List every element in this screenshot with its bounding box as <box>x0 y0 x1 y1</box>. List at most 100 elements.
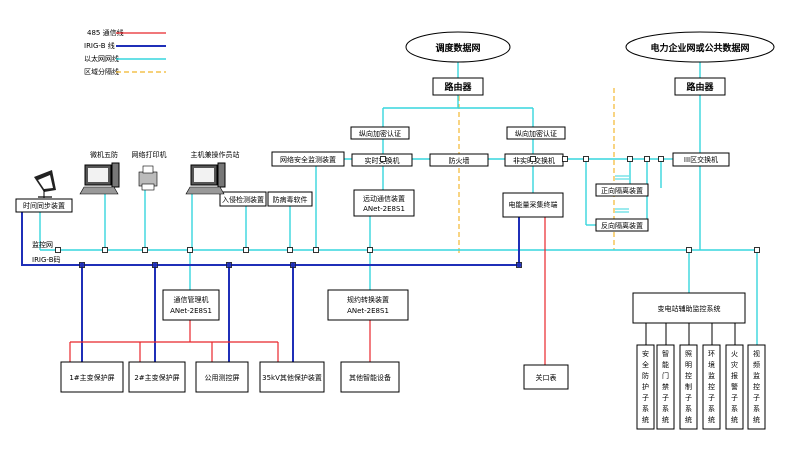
power-network-cloud: 电力企业网或公共数据网 <box>625 31 775 63</box>
subsystem-4[interactable]: 环境监控子系统 <box>702 344 721 430</box>
aux-monitoring-system[interactable]: 变电站辅助监控系统 <box>632 292 746 324</box>
junction-dot <box>187 247 193 253</box>
svg-text:正向隔离装置: 正向隔离装置 <box>601 186 643 195</box>
irigb-junction <box>226 262 232 268</box>
zone3-switch[interactable]: III区交换机 <box>672 152 730 167</box>
protocol-converter[interactable]: 规约转换装置 ANet-2E8S1 <box>327 289 409 321</box>
time-sync-device[interactable]: 时间同步装置 <box>15 198 73 213</box>
power-network-label: 电力企业网或公共数据网 <box>650 42 749 54</box>
junction-dot <box>102 247 108 253</box>
five-defense-label: 微机五防 <box>90 150 118 159</box>
subsystem-label: 安全防护子系统 <box>642 349 649 424</box>
forward-isolation-device[interactable]: 正向隔离装置 <box>595 183 649 197</box>
network-printer-label: 网络打印机 <box>132 150 167 159</box>
svg-text:ANet-2E8S1: ANet-2E8S1 <box>170 307 212 315</box>
junction-dot <box>644 156 650 162</box>
legend: 485 通信线 IRIG-B 线 以太网网线 区域分隔线 <box>84 28 166 76</box>
svg-text:远动通信装置: 远动通信装置 <box>363 194 405 203</box>
junction-dot <box>562 156 568 162</box>
panel-1-transformer-protection[interactable]: 1#主变保护屏 <box>60 361 124 393</box>
router-dispatch[interactable]: 路由器 <box>432 77 484 96</box>
public-measurement-panel[interactable]: 公用测控屏 <box>195 361 249 393</box>
host-station-computer-icon[interactable] <box>185 162 226 195</box>
svg-text:35kV其他保护装置: 35kV其他保护装置 <box>262 373 322 382</box>
junction-dot <box>583 156 589 162</box>
gateway-meter[interactable]: 关口表 <box>523 364 569 390</box>
antivirus-software[interactable]: 防病毒软件 <box>267 191 313 207</box>
subsystem-label: 环境监控子系统 <box>708 350 715 424</box>
isolation-glyphs <box>615 175 629 213</box>
subsystem-label: 火灾报警子系统 <box>731 350 738 424</box>
irigb-lines <box>21 212 520 362</box>
satellite-dish-icon <box>34 170 56 198</box>
legend-irigb-label: IRIG-B 线 <box>84 41 115 50</box>
irigb-junction <box>79 262 85 268</box>
junction-dot <box>380 156 386 162</box>
junction-dot <box>686 247 692 253</box>
svg-text:公用测控屏: 公用测控屏 <box>205 373 240 382</box>
router-power[interactable]: 路由器 <box>674 77 726 96</box>
svg-text:路由器: 路由器 <box>686 81 714 93</box>
junction-dot <box>243 247 249 253</box>
remote-comm-device[interactable]: 远动通信装置 ANet-2E8S1 <box>353 189 415 217</box>
kv35-protection-panel[interactable]: 35kV其他保护装置 <box>259 361 325 393</box>
junction-dot <box>627 156 633 162</box>
svg-text:纵向加密认证: 纵向加密认证 <box>515 129 557 138</box>
subsystem-1[interactable]: 安全防护子系统 <box>636 344 655 430</box>
rs485-lines <box>69 217 546 365</box>
subsystem-label: 智能门禁子系统 <box>662 349 669 424</box>
subsystem-5[interactable]: 火灾报警子系统 <box>725 344 744 430</box>
svg-text:ANet-2E8S1: ANet-2E8S1 <box>363 205 405 213</box>
other-smart-devices[interactable]: 其他智能设备 <box>340 361 400 393</box>
svg-text:变电站辅助监控系统: 变电站辅助监控系统 <box>658 304 721 313</box>
svg-text:防火墙: 防火墙 <box>449 156 470 165</box>
svg-text:入侵检测装置: 入侵检测装置 <box>222 195 264 204</box>
firewall[interactable]: 防火墙 <box>429 153 489 167</box>
junction-dot <box>142 247 148 253</box>
irigb-junction <box>152 262 158 268</box>
svg-text:ANet-2E8S1: ANet-2E8S1 <box>347 307 389 315</box>
energy-collection-terminal[interactable]: 电能量采集终端 <box>502 192 564 218</box>
legend-zone-label: 区域分隔线 <box>84 67 119 76</box>
svg-text:时间同步装置: 时间同步装置 <box>23 201 65 210</box>
irigb-bus-label: IRIG-B码 <box>32 256 61 264</box>
svg-text:网络安全监测装置: 网络安全监测装置 <box>280 155 336 164</box>
dispatch-network-cloud: 调度数据网 <box>405 31 511 63</box>
svg-text:关口表: 关口表 <box>536 373 557 382</box>
legend-ethernet-label: 以太网网线 <box>84 54 119 63</box>
printer-icon[interactable] <box>138 165 158 191</box>
subsystem-3[interactable]: 照明控制子系统 <box>679 344 698 430</box>
subsystem-label: 视频监控子系统 <box>753 349 760 424</box>
junction-dot <box>55 247 61 253</box>
svg-text:III区交换机: III区交换机 <box>684 155 718 164</box>
svg-text:1#主变保护屏: 1#主变保护屏 <box>69 373 114 382</box>
legend-485-label: 485 通信线 <box>87 28 124 37</box>
junction-dot <box>287 247 293 253</box>
svg-text:电能量采集终端: 电能量采集终端 <box>509 200 558 209</box>
junction-dot <box>367 247 373 253</box>
irigb-junction <box>290 262 296 268</box>
junction-dot <box>658 156 664 162</box>
intrusion-detection[interactable]: 入侵检测装置 <box>219 191 267 207</box>
dispatch-network-label: 调度数据网 <box>435 42 480 54</box>
comm-manager[interactable]: 通信管理机 ANet-2E8S1 <box>162 289 220 321</box>
subsystem-2[interactable]: 智能门禁子系统 <box>656 344 675 430</box>
junction-dot <box>530 156 536 162</box>
junction-dot <box>754 247 760 253</box>
svg-text:纵向加密认证: 纵向加密认证 <box>359 129 401 138</box>
vertical-encryption-1[interactable]: 纵向加密认证 <box>350 126 410 140</box>
connection-points <box>55 156 760 268</box>
panel-2-transformer-protection[interactable]: 2#主变保护屏 <box>128 361 186 393</box>
svg-text:路由器: 路由器 <box>444 81 472 93</box>
svg-text:防病毒软件: 防病毒软件 <box>273 195 308 204</box>
network-security-monitor[interactable]: 网络安全监测装置 <box>271 151 345 167</box>
svg-text:通信管理机: 通信管理机 <box>174 295 209 304</box>
reverse-isolation-device[interactable]: 反向隔离装置 <box>595 218 649 232</box>
subsystem-6[interactable]: 视频监控子系统 <box>747 344 766 430</box>
host-station-label: 主机兼操作员站 <box>191 150 240 159</box>
aux-subsystem-links <box>645 323 736 345</box>
five-defense-computer-icon[interactable] <box>79 162 120 195</box>
svg-text:规约转换装置: 规约转换装置 <box>347 295 389 304</box>
vertical-encryption-2[interactable]: 纵向加密认证 <box>506 126 566 140</box>
